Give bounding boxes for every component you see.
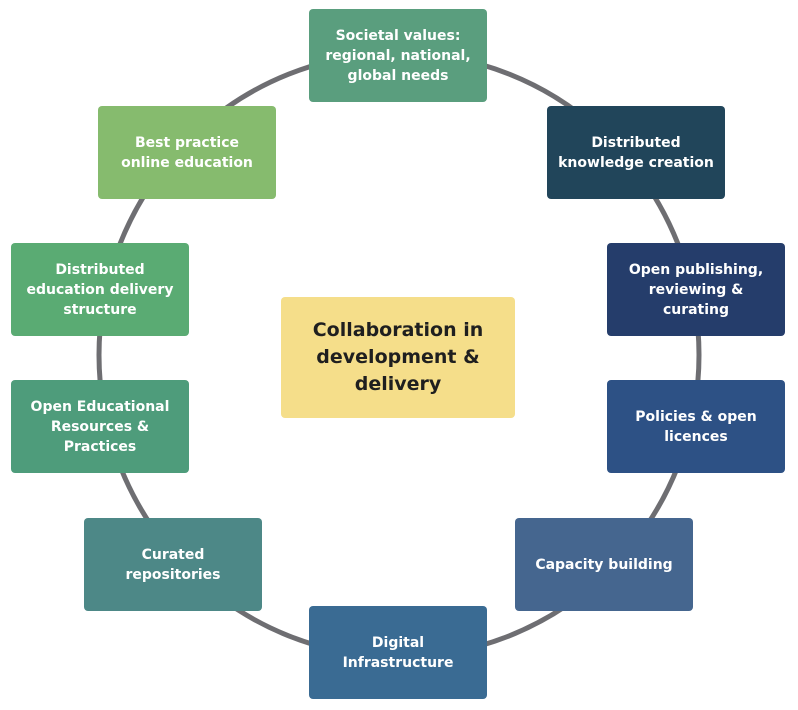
- node-distributed-education-delivery: Distributed education delivery structure: [11, 243, 189, 336]
- node-best-practice-online-education: Best practice online education: [98, 106, 276, 199]
- center-node-collaboration: Collaboration in development & delivery: [281, 297, 515, 418]
- node-curated-repositories: Curated repositories: [84, 518, 262, 611]
- node-distributed-knowledge-creation: Distributed knowledge creation: [547, 106, 725, 199]
- node-open-publishing: Open publishing, reviewing & curating: [607, 243, 785, 336]
- node-digital-infrastructure: Digital Infrastructure: [309, 606, 487, 699]
- node-open-educational-resources: Open Educational Resources & Practices: [11, 380, 189, 473]
- node-capacity-building: Capacity building: [515, 518, 693, 611]
- node-policies-open-licences: Policies & open licences: [607, 380, 785, 473]
- node-societal-values: Societal values: regional, national, glo…: [309, 9, 487, 102]
